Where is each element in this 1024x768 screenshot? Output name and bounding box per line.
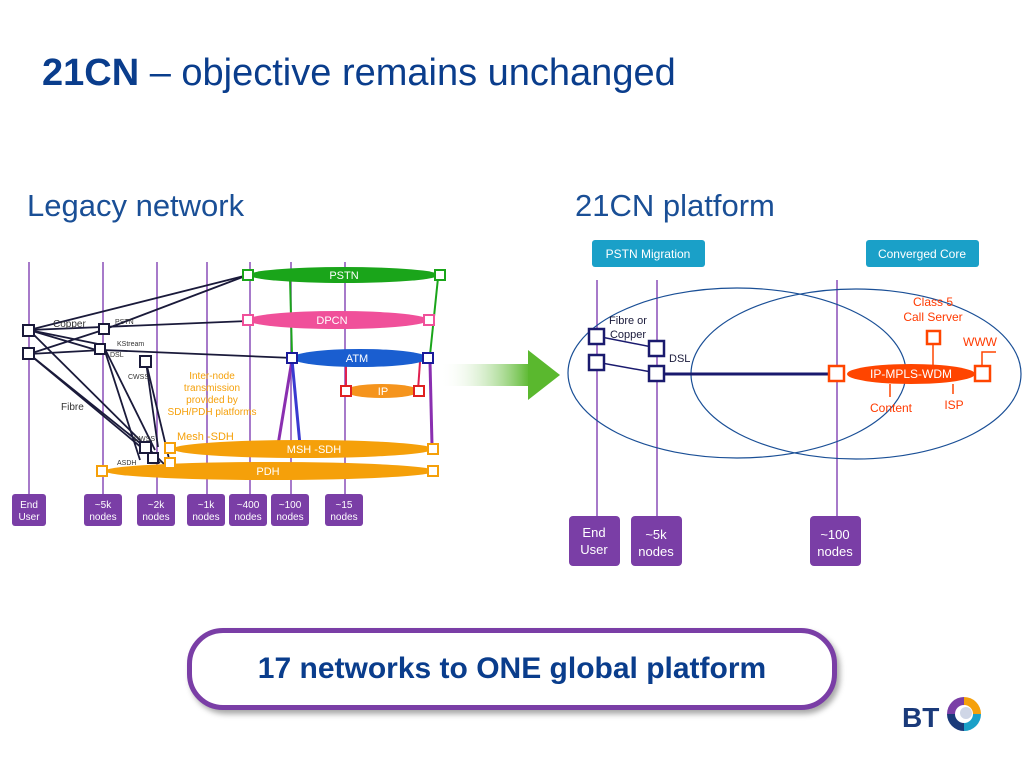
legacy-node-boxes <box>12 494 363 526</box>
dsl-label: DSL <box>669 353 690 365</box>
bt-logo-text: BT <box>902 702 940 733</box>
legacy-box-15-1: ~15 <box>336 500 353 511</box>
class5-label-2: Call Server <box>903 310 962 324</box>
dsl-small-label: DSL <box>110 352 124 359</box>
summary-banner-text: 17 networks to ONE global platform <box>257 652 767 685</box>
pstn-migration-label: PSTN Migration <box>606 247 691 261</box>
platform-box-end-user-1: End <box>582 525 605 540</box>
pdh-platform <box>105 462 435 480</box>
dpcn-platform <box>248 311 428 329</box>
legacy-links <box>28 274 294 466</box>
platform-links <box>595 335 837 376</box>
ip-platform <box>345 384 419 398</box>
ip-mpls-links <box>889 344 996 397</box>
bt-logo: BT <box>900 690 995 740</box>
mesh-sdh-label: Mesh -SDH <box>177 431 234 443</box>
transition-arrow <box>440 350 560 400</box>
www-label: WWW <box>963 335 998 349</box>
21cn-platform-heading: 21CN platform <box>575 188 775 223</box>
legacy-network-heading: Legacy network <box>27 188 245 223</box>
platform-nodes <box>587 327 666 383</box>
pstn-small-label: PSTN <box>115 319 134 326</box>
platform-box-end-user-2: User <box>580 542 608 557</box>
dpcn-label: DPCN <box>316 315 347 327</box>
title-rest: – objective remains unchanged <box>139 52 676 94</box>
legacy-box-1k-2: nodes <box>192 512 219 523</box>
legacy-box-5k-1: ~5k <box>95 500 112 511</box>
platform-box-5k-2: nodes <box>638 544 674 559</box>
legacy-box-15-2: nodes <box>330 512 357 523</box>
ip-mpls-wdm-label: IP-MPLS-WDM <box>870 367 952 381</box>
page-title: 21CN – objective remains unchanged <box>42 52 676 95</box>
legacy-box-400-1: ~400 <box>237 500 260 511</box>
dwss-label: DWSS <box>134 436 155 443</box>
legacy-box-5k-2: nodes <box>89 512 116 523</box>
fibre-or-copper-label-1: Fibre or <box>609 315 647 327</box>
ip-mpls-wdm-platform <box>847 364 975 384</box>
ip-mpls-nodes <box>827 329 992 383</box>
platform-box-100-1: ~100 <box>820 527 849 542</box>
class5-label-1: Class 5 <box>913 295 953 309</box>
pstn-migration-badge <box>592 240 705 267</box>
platform-diagram: PSTN Migration Converged Core <box>567 240 1022 566</box>
converged-core-badge <box>866 240 979 267</box>
kstream-label: KStream <box>117 341 144 348</box>
svg-text:SDH/PDH platforms: SDH/PDH platforms <box>168 407 257 418</box>
inter-node-note: Inter-node transmission provided by SDH/… <box>168 371 257 418</box>
summary-banner: 17 networks to ONE global platform <box>187 628 837 710</box>
atm-label: ATM <box>346 353 368 365</box>
legacy-diagram: PSTN DPCN ATM IP MSH -SDH PDH <box>12 262 446 526</box>
svg-text:Inter-node: Inter-node <box>189 371 235 382</box>
fibre-label: Fibre <box>61 402 84 413</box>
ip-label: IP <box>378 386 388 398</box>
legacy-box-1k-1: ~1k <box>198 500 215 511</box>
pstn-platform <box>249 267 439 283</box>
platform-node-boxes <box>569 516 861 566</box>
pdh-label: PDH <box>256 466 279 478</box>
legacy-nodes <box>22 269 446 477</box>
asdh-label: ASDH <box>117 460 136 467</box>
cwss-label: CWSS <box>128 374 149 381</box>
msh-sdh-platform <box>173 440 433 458</box>
legacy-box-100-2: nodes <box>276 512 303 523</box>
fibre-or-copper-label-2: Copper <box>610 329 646 341</box>
pstn-label: PSTN <box>329 270 358 282</box>
svg-text:provided by: provided by <box>186 395 238 406</box>
copper-label: Copper <box>53 319 86 330</box>
legacy-box-2k-2: nodes <box>142 512 169 523</box>
platform-node-lines <box>596 280 838 518</box>
svg-text:transmission: transmission <box>184 383 240 394</box>
atm-platform <box>292 349 428 367</box>
legacy-box-400-2: nodes <box>234 512 261 523</box>
converged-core-label: Converged Core <box>878 247 966 261</box>
bt-globe-icon <box>947 697 981 731</box>
platform-box-5k-1: ~5k <box>645 527 667 542</box>
legacy-box-end-user-2: User <box>18 512 40 523</box>
legacy-box-100-1: ~100 <box>279 500 302 511</box>
legacy-box-end-user-1: End <box>20 500 38 511</box>
title-bold: 21CN <box>42 52 140 94</box>
msh-sdh-label: MSH -SDH <box>287 444 341 456</box>
legacy-box-2k-1: ~2k <box>148 500 165 511</box>
isp-label: ISP <box>944 398 963 412</box>
legacy-node-lines <box>28 262 346 495</box>
platform-box-100-2: nodes <box>817 544 853 559</box>
content-label: Content <box>870 401 913 415</box>
